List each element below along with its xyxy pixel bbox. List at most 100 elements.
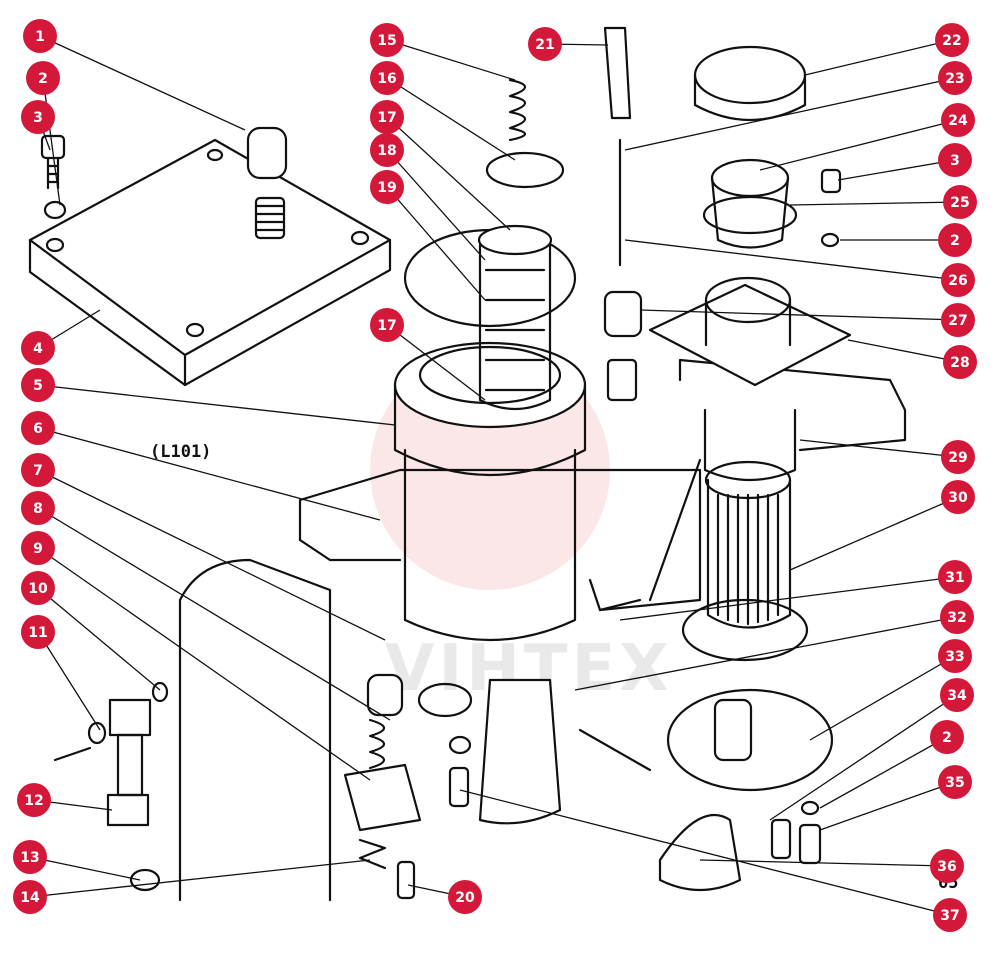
callout-circle [370, 308, 404, 342]
callout-circle [17, 783, 51, 817]
leader-line [386, 116, 511, 231]
callout-number: 28 [950, 355, 969, 371]
leader-line [37, 427, 381, 521]
callout-circle [930, 720, 964, 754]
callout-circle [21, 331, 55, 365]
callout-badge-2: 2 [938, 223, 972, 257]
callout-badge-3: 3 [21, 100, 55, 134]
drain-pin [578, 728, 652, 772]
callout-circle [940, 678, 974, 712]
callout-number: 24 [948, 113, 968, 129]
bolt-right [820, 168, 842, 194]
filler-neck [702, 158, 798, 249]
callout-circle [370, 100, 404, 134]
callout-number: 5 [33, 378, 43, 394]
bolt-base [770, 818, 792, 860]
leader-line [386, 77, 516, 161]
callout-circle [448, 880, 482, 914]
callout-number: 2 [950, 233, 960, 249]
callout-number: 26 [948, 273, 967, 289]
callout-badge-18: 18 [370, 133, 404, 167]
callout-number: 17 [377, 110, 396, 126]
callout-circle [21, 453, 55, 487]
callout-badge-27: 27 [941, 303, 975, 337]
callout-number: 16 [377, 71, 396, 87]
callout-circle [370, 170, 404, 204]
callout-circle [26, 61, 60, 95]
callout-number: 27 [948, 313, 967, 329]
callout-badge-25: 25 [943, 185, 977, 219]
flange [648, 276, 852, 387]
callout-circle [941, 103, 975, 137]
callout-number: 18 [377, 143, 396, 159]
callout-badge-15: 15 [370, 23, 404, 57]
cover-plate [28, 138, 392, 387]
callout-circle [13, 880, 47, 914]
callout-circle [528, 27, 562, 61]
callout-badge-35: 35 [938, 765, 972, 799]
callout-number: 3 [950, 153, 960, 169]
callout-number: 13 [20, 850, 39, 866]
callout-circle [935, 23, 969, 57]
callout-badge-21: 21 [528, 27, 562, 61]
callout-circle [943, 345, 977, 379]
leader-line [819, 736, 948, 809]
callout-number: 15 [377, 33, 396, 49]
callout-circle [21, 615, 55, 649]
callout-number: 33 [945, 649, 964, 665]
callout-badge-13: 13 [13, 840, 47, 874]
cap-screw [396, 860, 416, 900]
leader-line [819, 781, 956, 831]
callout-circle [941, 480, 975, 514]
leader-line [619, 576, 956, 621]
leader-line [837, 159, 956, 181]
callout-badge-2: 2 [930, 720, 964, 754]
callout-circle [21, 100, 55, 134]
dipstick-fitting [603, 26, 632, 120]
leader-line [29, 856, 141, 881]
callout-number: 34 [947, 688, 967, 704]
gauge-seal-upper [151, 681, 169, 703]
callout-circle [943, 185, 977, 219]
valve-cap [366, 673, 404, 717]
leader-line [799, 439, 959, 458]
tank-housing [178, 358, 907, 902]
callout-badge-10: 10 [21, 571, 55, 605]
callout-badge-8: 8 [21, 491, 55, 525]
callout-circle [938, 223, 972, 257]
callout-circle [938, 765, 972, 799]
callout-badge-11: 11 [21, 615, 55, 649]
leader-line [37, 507, 391, 721]
leader-lines [29, 35, 961, 916]
callout-circle [370, 23, 404, 57]
callout-number: 37 [940, 908, 959, 924]
suction-strainer [478, 678, 562, 825]
leader-line [769, 694, 958, 821]
leader-line [37, 631, 101, 731]
leader-line [804, 39, 953, 76]
callout-number: 7 [33, 463, 43, 479]
lock-clip [358, 838, 387, 870]
callout-badge-36: 36 [930, 849, 964, 883]
callout-badge-23: 23 [938, 61, 972, 95]
leader-line [789, 201, 961, 206]
leader-line [37, 384, 396, 426]
callout-badge-12: 12 [17, 783, 51, 817]
leader-line [42, 77, 61, 206]
leader-line [39, 35, 246, 131]
callout-number: 35 [945, 775, 964, 791]
callout-badge-2: 2 [26, 61, 60, 95]
callout-badge-20: 20 [448, 880, 482, 914]
callout-number: 19 [377, 180, 396, 196]
set-screw [448, 766, 470, 808]
callout-number: 4 [33, 341, 43, 357]
leader-line [29, 859, 371, 898]
callout-badge-5: 5 [21, 368, 55, 402]
callout-number: 32 [947, 610, 966, 626]
o-ring-small [417, 682, 473, 718]
leader-line [386, 39, 516, 81]
washer-right [820, 232, 840, 248]
callout-badge-17: 17 [370, 100, 404, 134]
callout-number: 8 [33, 501, 43, 517]
callout-badge-22: 22 [935, 23, 969, 57]
